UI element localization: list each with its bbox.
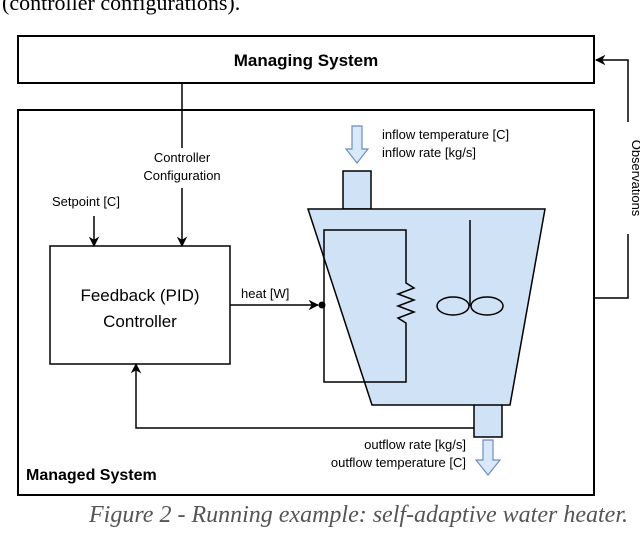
mixer-icon — [436, 220, 504, 316]
outflow-arrow — [474, 439, 502, 476]
heating-element — [318, 229, 417, 383]
outflow-temperature-label: outflow temperature [C] — [331, 455, 466, 470]
header-text: (controller configurations). — [2, 0, 240, 15]
controller-configuration-label-2: Configuration — [143, 168, 220, 183]
heat-label: heat [W] — [241, 286, 289, 301]
outflow-pipe — [473, 402, 503, 438]
inflow-rate-label: inflow rate [kg/s] — [382, 145, 476, 160]
managed-system-label: Managed System — [26, 467, 157, 484]
water-tank — [306, 170, 546, 438]
figure-caption: Figure 2 - Running example: self-adaptiv… — [89, 502, 628, 528]
tank-body — [306, 208, 546, 406]
inflow-pipe — [342, 170, 372, 210]
setpoint-label: Setpoint [C] — [52, 194, 120, 209]
feedback-arrow — [130, 362, 474, 429]
managing-system-label: Managing System — [234, 51, 379, 70]
observations-label: Observations — [629, 140, 640, 217]
inflow-temperature-label: inflow temperature [C] — [382, 127, 509, 142]
controller-configuration-label-1: Controller — [154, 150, 211, 165]
pid-controller-label-line2: Controller — [103, 312, 177, 331]
managing-system-box: Managing System — [17, 35, 595, 84]
pid-controller-box: Feedback (PID) Controller — [49, 245, 231, 365]
outflow-rate-label: outflow rate [kg/s] — [364, 437, 466, 452]
inflow-arrow — [344, 125, 370, 164]
pid-controller-label-line1: Feedback (PID) — [80, 286, 199, 305]
